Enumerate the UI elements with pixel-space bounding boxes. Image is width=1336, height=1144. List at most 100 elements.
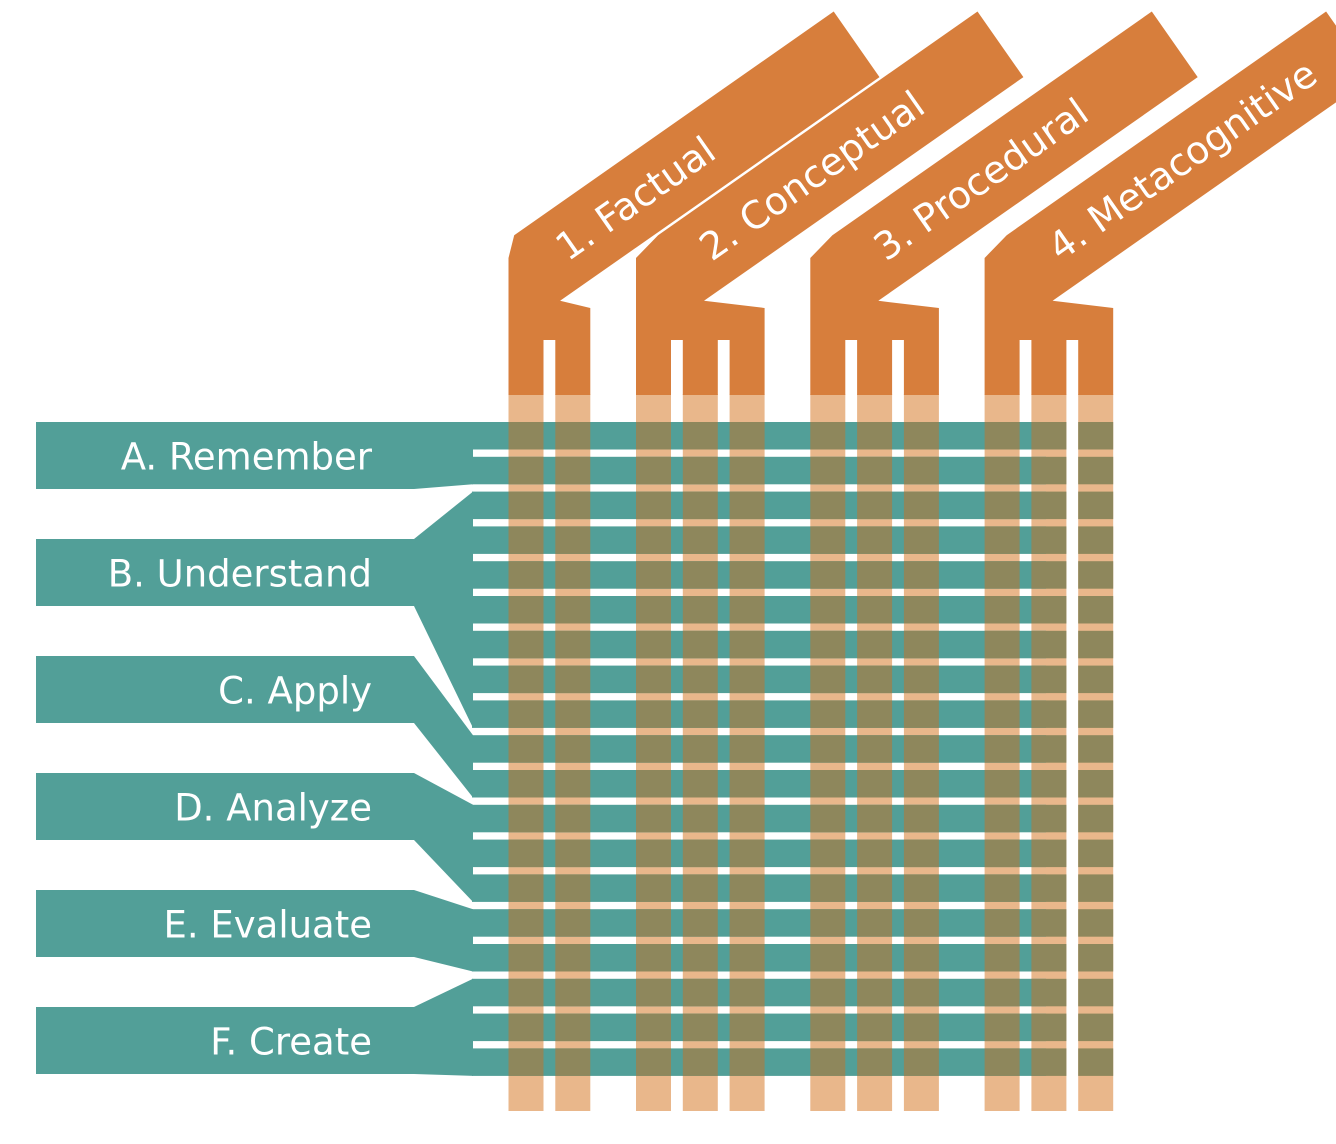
- weave-crossing: [857, 700, 893, 728]
- weave-crossing: [1031, 770, 1067, 798]
- weave-crossing: [857, 1048, 893, 1076]
- weave-crossing: [508, 526, 544, 554]
- weave-crossing: [729, 874, 765, 902]
- knowledge-strand-top: [857, 340, 893, 395]
- knowledge-ribbon-metacognitive: [984, 11, 1336, 340]
- weave-crossing: [636, 874, 671, 902]
- weave-crossing: [729, 839, 765, 868]
- weave-crossing: [1031, 491, 1067, 520]
- weave-crossing: [810, 596, 846, 624]
- process-funnel-apply: [414, 656, 473, 798]
- weave-crossing: [903, 1013, 939, 1042]
- weave-crossing: [1078, 770, 1114, 798]
- knowledge-strand-top: [810, 340, 846, 395]
- weave-crossing: [682, 978, 718, 1007]
- weave-crossing: [508, 630, 544, 659]
- weave-crossing: [729, 422, 765, 450]
- weave-crossing: [555, 630, 591, 659]
- knowledge-ribbon-procedural: [810, 11, 1198, 340]
- weave-crossing: [903, 770, 939, 798]
- weave-crossing: [984, 978, 1020, 1007]
- weave-crossing: [1078, 978, 1114, 1007]
- process-funnel-analyze: [414, 773, 473, 902]
- weave-crossing: [682, 665, 718, 694]
- weave-crossing: [729, 596, 765, 624]
- weave-crossing: [857, 526, 893, 554]
- weave-crossing: [984, 735, 1020, 763]
- weave-crossing: [555, 804, 591, 833]
- weave-crossing: [1031, 422, 1067, 450]
- weave-crossing: [636, 526, 671, 554]
- weave-crossing: [682, 1013, 718, 1042]
- weave-crossing: [903, 526, 939, 554]
- weave-crossing: [508, 770, 544, 798]
- weave-crossing: [903, 804, 939, 833]
- weave-crossing: [508, 1048, 544, 1076]
- weave-crossing: [682, 839, 718, 868]
- weave-crossing: [1078, 944, 1114, 972]
- knowledge-strand-top: [555, 340, 591, 395]
- knowledge-ribbon-factual: [508, 11, 880, 340]
- weave-crossing: [810, 978, 846, 1007]
- weave-crossing: [682, 909, 718, 937]
- weave-crossing: [1078, 1013, 1114, 1042]
- weave-crossing: [1078, 561, 1114, 589]
- weave-crossing: [857, 665, 893, 694]
- weave-crossing: [1031, 804, 1067, 833]
- weave-crossing: [903, 561, 939, 589]
- weave-crossing: [508, 665, 544, 694]
- weave-crossing: [984, 804, 1020, 833]
- weave-crossing: [636, 978, 671, 1007]
- weave-crossing: [682, 422, 718, 450]
- weave-crossing: [810, 665, 846, 694]
- process-label-analyze: D. Analyze: [174, 787, 372, 830]
- weave-crossing: [636, 909, 671, 937]
- weave-crossing: [508, 874, 544, 902]
- weave-crossing: [729, 735, 765, 763]
- weave-crossing: [984, 526, 1020, 554]
- weave-crossing: [508, 839, 544, 868]
- weave-crossing: [810, 561, 846, 589]
- process-label-box-apply: [36, 656, 414, 723]
- weave-crossing: [1078, 839, 1114, 868]
- weave-crossing: [984, 909, 1020, 937]
- weave-crossing: [857, 491, 893, 520]
- weave-crossing: [682, 874, 718, 902]
- weave-crossing: [903, 874, 939, 902]
- weave-crossing: [1031, 909, 1067, 937]
- weave-crossing: [984, 491, 1020, 520]
- weave-crossing: [1031, 874, 1067, 902]
- weave-crossing: [903, 665, 939, 694]
- weave-crossing: [903, 978, 939, 1007]
- weave-crossing: [729, 909, 765, 937]
- process-label-understand: B. Understand: [108, 553, 372, 596]
- weave-crossing: [810, 456, 846, 485]
- process-label-box-analyze: [36, 773, 414, 840]
- weave-crossing: [1078, 804, 1114, 833]
- weave-crossing: [729, 526, 765, 554]
- process-label-box-evaluate: [36, 890, 414, 957]
- weave-crossing: [857, 630, 893, 659]
- weave-crossing: [1078, 456, 1114, 485]
- weave-crossing: [857, 804, 893, 833]
- weave-crossing: [1078, 735, 1114, 763]
- weave-crossing: [682, 456, 718, 485]
- weave-crossing: [1031, 735, 1067, 763]
- weave-crossing: [903, 1048, 939, 1076]
- process-label-remember: A. Remember: [121, 436, 373, 479]
- knowledge-strand-top: [903, 340, 939, 395]
- process-funnel-create: [414, 978, 473, 1076]
- weave-crossing: [636, 1013, 671, 1042]
- weave-crossing: [682, 526, 718, 554]
- weave-crossing: [555, 596, 591, 624]
- weave-crossing: [810, 735, 846, 763]
- weave-crossing: [857, 909, 893, 937]
- weave-crossing: [508, 804, 544, 833]
- process-label-apply: C. Apply: [218, 670, 372, 713]
- process-label-create: F. Create: [210, 1021, 372, 1064]
- weave-crossing: [984, 700, 1020, 728]
- weave-crossing: [903, 456, 939, 485]
- weave-crossing: [682, 804, 718, 833]
- weave-crossing: [682, 491, 718, 520]
- weave-crossing: [857, 978, 893, 1007]
